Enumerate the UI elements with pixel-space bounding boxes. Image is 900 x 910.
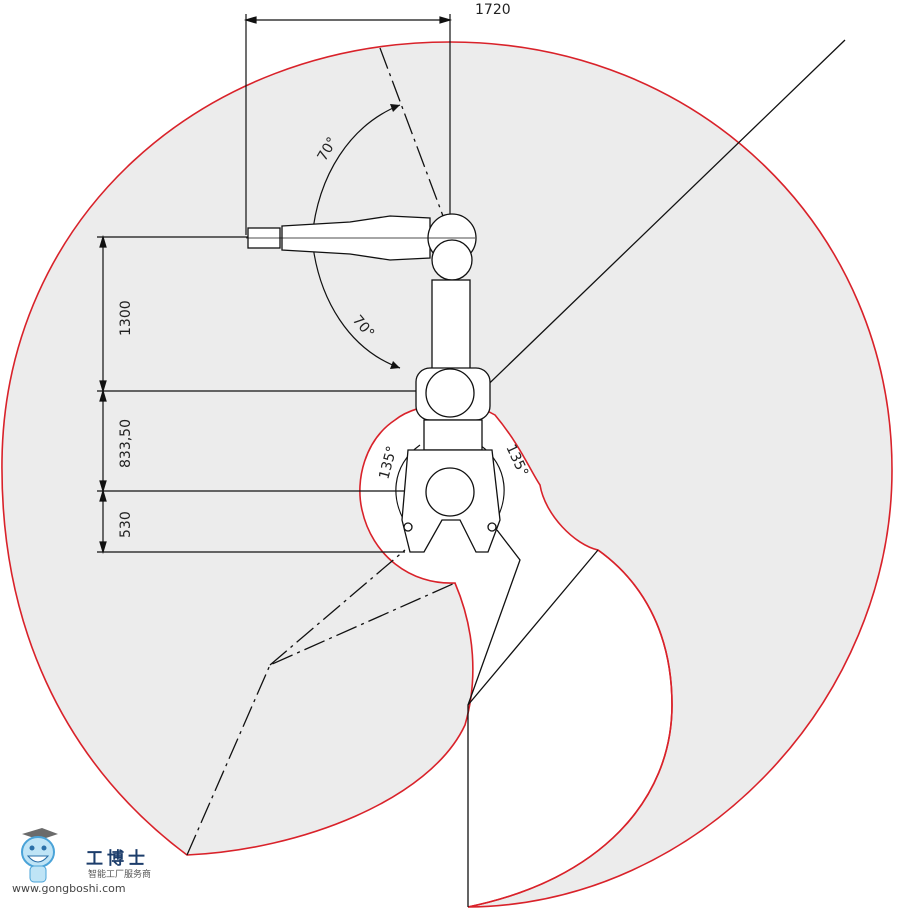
envelope-inner-outline bbox=[467, 549, 673, 908]
mascot-icon bbox=[21, 828, 58, 883]
angle-base-left-label: 135° bbox=[376, 444, 400, 481]
robot-turntable bbox=[423, 419, 483, 451]
robot-lower-arm bbox=[431, 279, 471, 371]
dim-reach-label: 1720 bbox=[475, 2, 511, 18]
watermark-logo: 工博士 智能工厂服务商 www.gongboshi.com bbox=[8, 826, 178, 896]
construction-lines bbox=[186, 39, 846, 907]
watermark-subtitle: 智能工厂服务商 bbox=[88, 870, 152, 880]
watermark-title: 工博士 bbox=[86, 849, 149, 869]
dim-530-label: 530 bbox=[118, 511, 134, 538]
dim-1300-label: 1300 bbox=[118, 300, 134, 336]
dim-833-label: 833,50 bbox=[118, 419, 134, 468]
watermark-url: www.gongboshi.com bbox=[12, 882, 126, 895]
dimension-lines bbox=[97, 14, 453, 555]
